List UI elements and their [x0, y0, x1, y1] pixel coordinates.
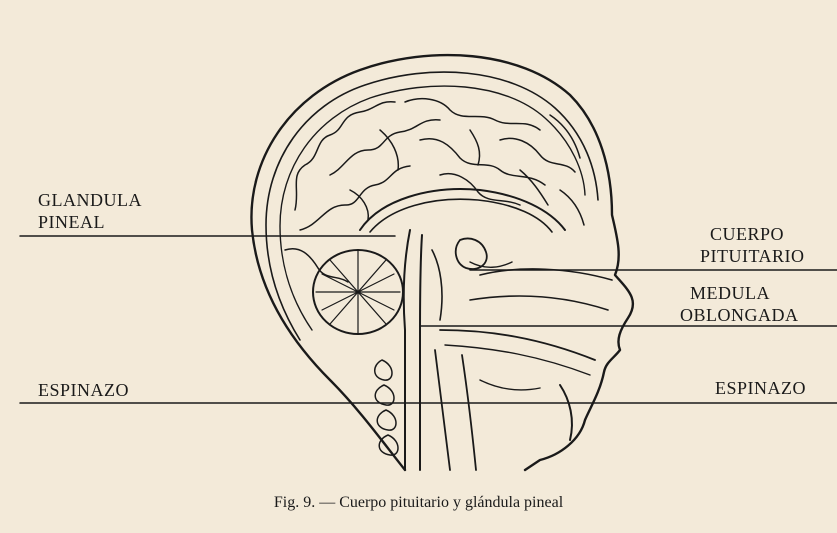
brainstem — [404, 230, 410, 470]
corpus-callosum — [360, 189, 565, 230]
label-medula: MEDULA — [690, 283, 770, 303]
label-pineal: PINEAL — [38, 212, 105, 232]
label-cuerpo: CUERPO — [710, 224, 784, 244]
label-oblongada: OBLONGADA — [680, 305, 799, 325]
skull-layer — [266, 72, 598, 340]
mouth-region — [440, 330, 595, 360]
cerebellum-folia — [316, 250, 400, 334]
figure-caption: Fig. 9. — Cuerpo pituitario y glándula p… — [0, 494, 837, 512]
label-espinazo-right: ESPINAZO — [715, 378, 806, 398]
label-espinazo-left: ESPINAZO — [38, 380, 129, 400]
vertebrae — [375, 360, 398, 455]
label-pituitario: PITUITARIO — [700, 246, 805, 266]
label-glandula: GLANDULA — [38, 190, 142, 210]
jaw — [560, 385, 572, 440]
pituitary-body — [456, 239, 487, 270]
trachea — [435, 350, 450, 470]
